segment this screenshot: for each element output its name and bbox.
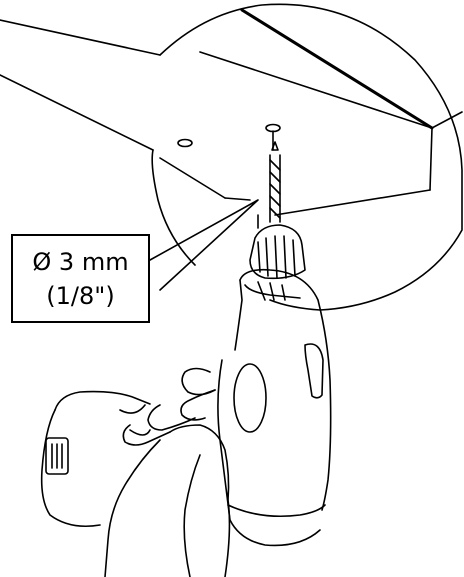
drill-bit: [269, 141, 281, 223]
panel-detail: [159, 8, 463, 229]
hand: [104, 367, 231, 577]
drill-size-callout: Ø 3 mm (1/8"): [11, 234, 150, 323]
callout-pointer: [149, 199, 259, 291]
detail-magnifier: [0, 3, 463, 311]
drill-diameter-imperial: (1/8"): [46, 281, 115, 310]
drill-body: [217, 268, 332, 547]
drill-battery: [40, 390, 151, 528]
drill-diameter-metric: Ø 3 mm: [32, 247, 129, 276]
drill-chuck: [249, 224, 306, 280]
